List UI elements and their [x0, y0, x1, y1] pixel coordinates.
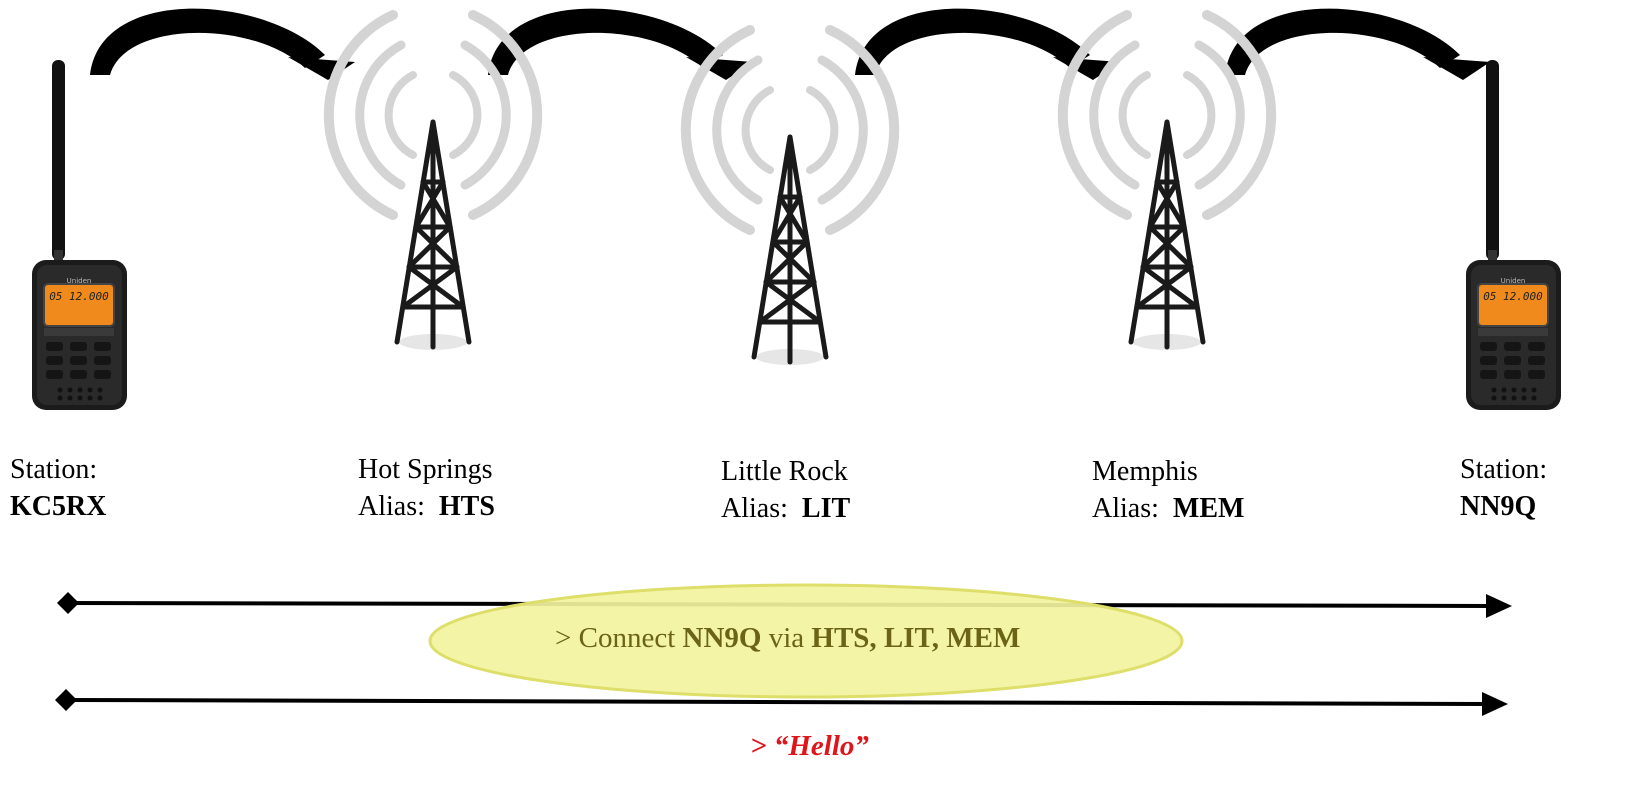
reply-path-arrow — [55, 689, 1508, 716]
node-alias-caption: Alias: — [1092, 493, 1159, 524]
hop-arrows — [90, 8, 1490, 80]
node-city: Little Rock — [721, 456, 848, 487]
hop-arrow-4 — [1225, 8, 1490, 80]
node-city: Memphis — [1092, 456, 1198, 487]
svg-text:05 12.000: 05 12.000 — [1483, 290, 1543, 303]
command-prefix: > Connect — [555, 622, 676, 654]
node-alias: MEM — [1172, 493, 1245, 524]
command-via: via — [768, 622, 805, 654]
node-label-hot-springs: Hot Springs Alias: HTS — [358, 451, 495, 525]
radio-handset-icon-destination: Uniden 05 12.000 — [1465, 59, 1562, 411]
node-alias-caption: Alias: — [358, 491, 425, 522]
node-label-memphis: Memphis Alias: MEM — [1092, 453, 1244, 527]
source-station-caption: Station: — [10, 454, 98, 485]
hop-arrow-3 — [855, 8, 1120, 80]
radio-handset-icon-source: Uniden 05 12.000 — [31, 59, 128, 411]
source-station-label: Station: KC5RX — [10, 451, 106, 525]
destination-station-label: Station: NN9Q — [1460, 451, 1547, 525]
svg-text:Uniden: Uniden — [1501, 277, 1526, 285]
node-label-little-rock: Little Rock Alias: LIT — [721, 453, 850, 527]
connect-command: > Connect NN9Q via HTS, LIT, MEM — [555, 618, 1075, 658]
node-alias: HTS — [438, 491, 495, 522]
svg-text:Uniden: Uniden — [67, 277, 92, 285]
tower-icon-little-rock — [686, 30, 894, 365]
node-city: Hot Springs — [358, 454, 493, 485]
destination-station-callsign: NN9Q — [1460, 491, 1537, 522]
command-target: NN9Q — [682, 622, 762, 654]
node-alias: LIT — [801, 493, 851, 524]
svg-text:05 12.000: 05 12.000 — [49, 290, 109, 303]
command-highlight-bubble — [428, 583, 1184, 699]
destination-station-caption: Station: — [1460, 454, 1548, 485]
hop-arrow-1 — [90, 8, 355, 80]
reply-message: > “Hello” — [0, 730, 1643, 763]
source-station-callsign: KC5RX — [10, 491, 107, 522]
reply-text: > “Hello” — [750, 730, 869, 762]
command-path: HTS, LIT, MEM — [811, 622, 1021, 654]
node-alias-caption: Alias: — [721, 493, 788, 524]
